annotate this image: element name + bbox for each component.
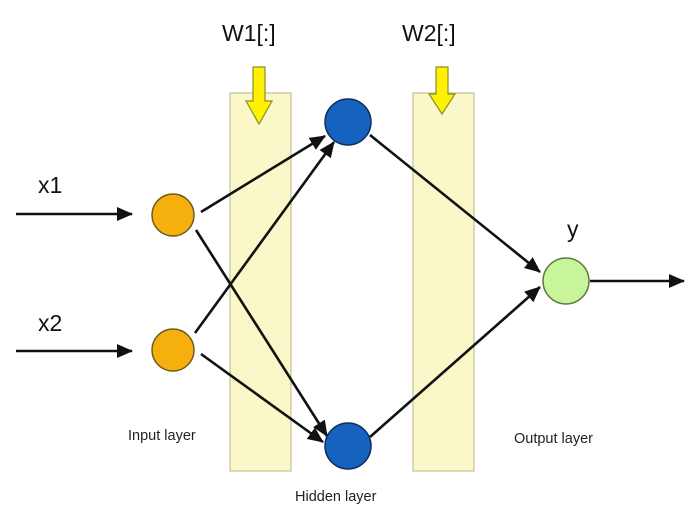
- layer-label-input: Input layer: [128, 428, 196, 444]
- hidden-node-2: [324, 422, 372, 470]
- edge-in1-h1: [200, 134, 326, 214]
- output-node: [542, 257, 590, 305]
- edge-in2-h1: [193, 141, 336, 334]
- layer-label-hidden: Hidden layer: [295, 489, 377, 505]
- weight-w2-arrow-icon: [427, 66, 457, 116]
- input-node-2: [151, 328, 195, 372]
- output-label-y: y: [567, 216, 579, 242]
- hidden-node-1: [324, 98, 372, 146]
- edge-h1-out: [369, 133, 541, 274]
- weight-label-w2: W2[:]: [402, 20, 456, 46]
- edge-in1-h2: [194, 229, 329, 437]
- input-label-x2: x2: [38, 310, 62, 336]
- weight-label-w1: W1[:]: [222, 20, 276, 46]
- edge-in2-h2: [200, 352, 324, 444]
- weight-band-w1: [229, 92, 292, 472]
- weight-w1-arrow-icon: [244, 66, 274, 126]
- layer-label-output: Output layer: [514, 431, 593, 447]
- input-node-1: [151, 193, 195, 237]
- input-label-x1: x1: [38, 172, 62, 198]
- edge-h2-out: [369, 286, 541, 438]
- weight-band-w2: [412, 92, 475, 472]
